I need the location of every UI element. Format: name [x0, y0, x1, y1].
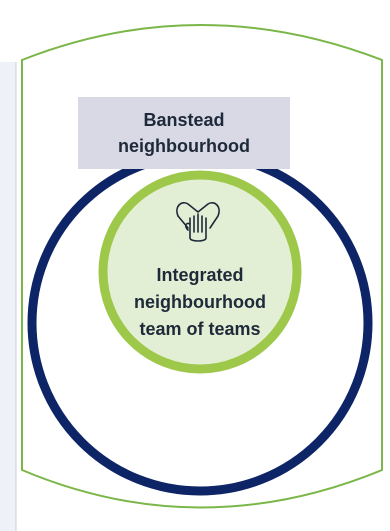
inner-label: Integrated neighbourhood team of teams	[108, 262, 292, 343]
inner-green-ring	[98, 170, 302, 374]
side-panel	[0, 62, 16, 531]
outer-label-box: Banstead neighbourhood	[78, 97, 290, 169]
neighbourhood-cylinder	[21, 24, 383, 509]
outer-label-line1: Banstead	[143, 109, 225, 130]
hands-together-icon	[176, 201, 220, 242]
inner-label-line2: neighbourhood	[134, 292, 266, 312]
inner-label-line3: team of teams	[139, 319, 261, 339]
inner-label-line1: Integrated	[156, 265, 244, 285]
outer-label-line2: neighbourhood	[118, 136, 250, 156]
